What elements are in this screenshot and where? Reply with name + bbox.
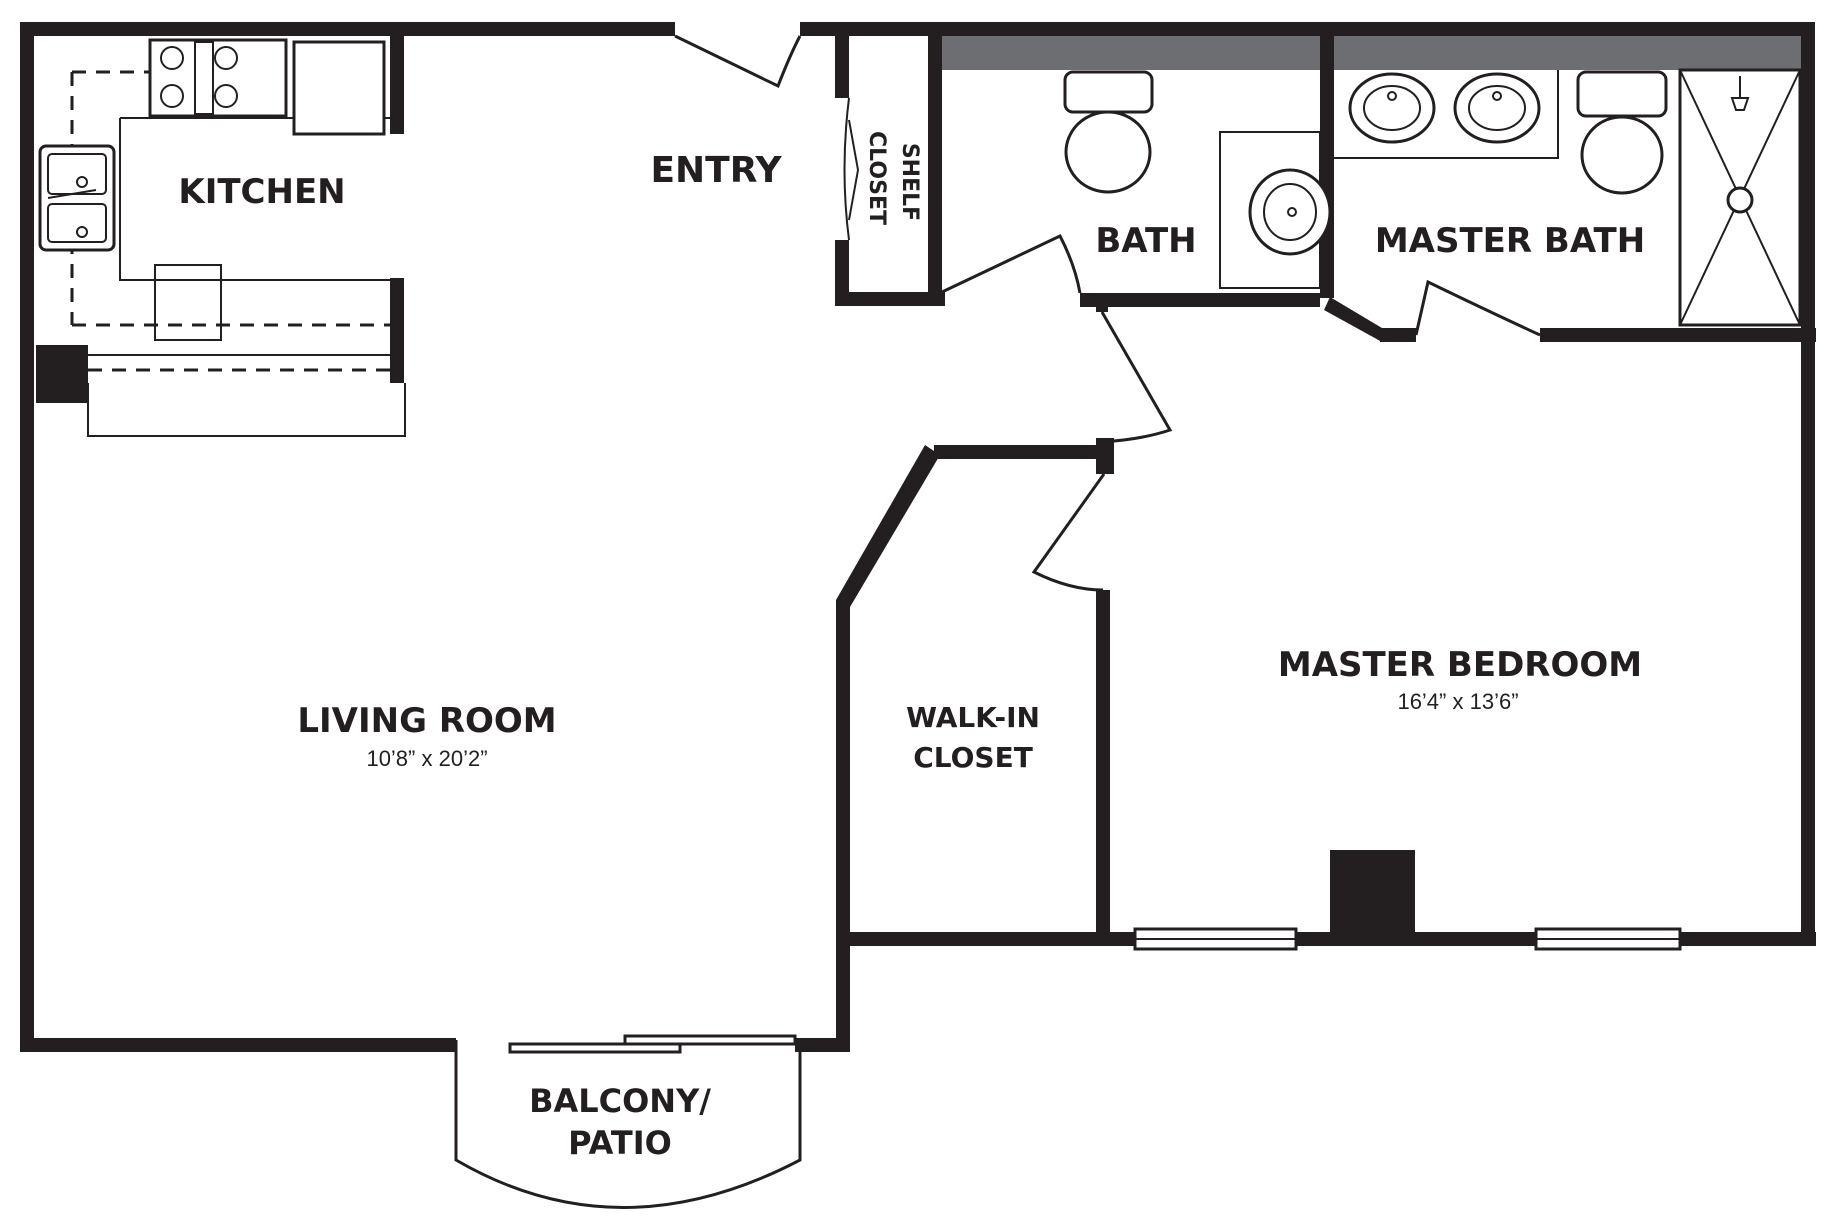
hall-door bbox=[1096, 300, 1173, 444]
kitchen-label: KITCHEN bbox=[178, 172, 345, 212]
balcony-label-line1: BALCONY/ bbox=[529, 1082, 711, 1120]
master-bedroom-dimensions: 16’4” x 13’6” bbox=[1397, 689, 1518, 714]
bath-fixtures bbox=[1063, 70, 1332, 289]
master-bath-fixtures bbox=[1334, 68, 1802, 327]
kitchen-sink-icon bbox=[38, 144, 116, 252]
refrigerator-icon bbox=[292, 40, 386, 136]
shelf-label: SHELF bbox=[897, 143, 922, 221]
toilet-icon bbox=[1063, 70, 1154, 194]
balcony-label-line2: PATIO bbox=[568, 1124, 672, 1162]
double-sink-icon bbox=[1348, 72, 1541, 144]
walkin-closet-door bbox=[1031, 473, 1106, 592]
walkin-angled-wall bbox=[836, 445, 940, 607]
master-toilet-icon bbox=[1576, 70, 1668, 195]
bath-corner-wall bbox=[1324, 297, 1382, 342]
balcony-patio bbox=[454, 1034, 802, 1209]
master-bath-counter-shade bbox=[1334, 36, 1801, 70]
shelf-closet-doors bbox=[843, 97, 860, 241]
kitchen-fixtures bbox=[38, 38, 406, 437]
walkin-closet-label-line2: CLOSET bbox=[913, 741, 1033, 774]
dishwasher-icon bbox=[154, 264, 222, 341]
window-bedroom-left bbox=[1133, 927, 1298, 951]
chimney-column bbox=[1330, 850, 1415, 940]
master-bath-door bbox=[1414, 279, 1541, 337]
bath-counter-shade bbox=[942, 36, 1320, 70]
master-bath-label: MASTER BATH bbox=[1375, 221, 1645, 261]
entry-label: ENTRY bbox=[650, 150, 782, 191]
window-bedroom-right bbox=[1534, 927, 1682, 951]
master-bedroom-label: MASTER BEDROOM bbox=[1278, 645, 1642, 685]
bath-door bbox=[941, 234, 1082, 294]
entry-door bbox=[674, 34, 802, 89]
exterior-walls bbox=[20, 22, 1816, 1052]
shelf-closet-label: CLOSET bbox=[864, 131, 889, 225]
shower-icon bbox=[1678, 68, 1802, 327]
walkin-closet-label-line1: WALK-IN bbox=[906, 701, 1040, 734]
living-room-label: LIVING ROOM bbox=[297, 701, 556, 741]
stove-icon bbox=[148, 38, 288, 118]
bath-label: BATH bbox=[1095, 221, 1196, 261]
living-room-dimensions: 10’8” x 20’2” bbox=[366, 746, 487, 771]
interior-walls bbox=[36, 36, 1816, 935]
bath-sink-icon bbox=[1219, 131, 1332, 289]
